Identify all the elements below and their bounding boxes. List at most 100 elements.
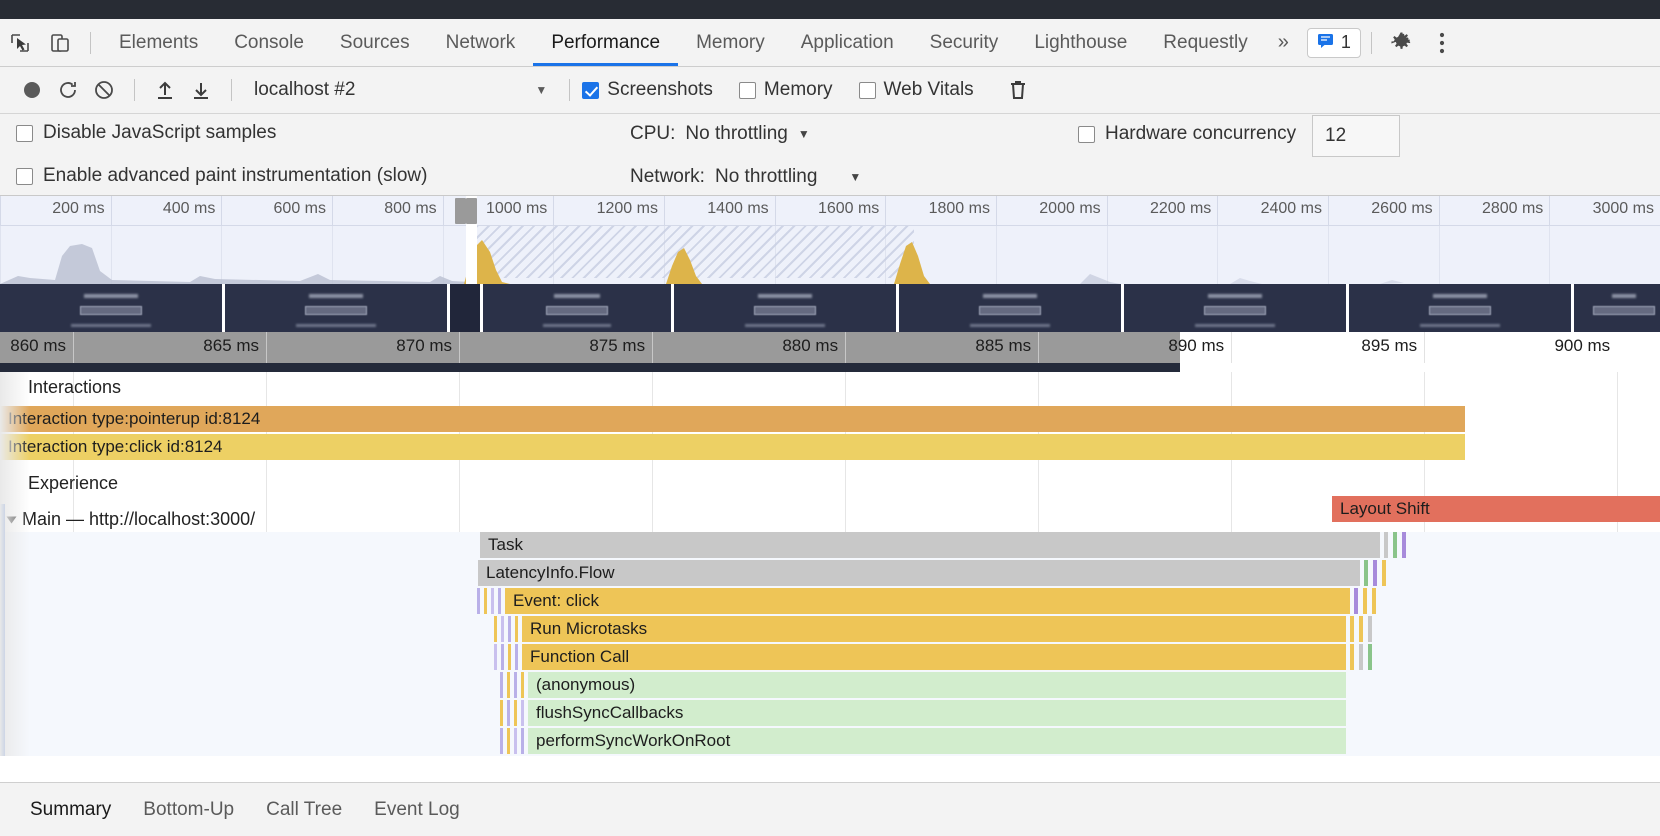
flame-bar-sliver[interactable] [500, 728, 503, 754]
flame-bar-sliver[interactable] [514, 728, 517, 754]
flame-bar-sliver[interactable] [484, 588, 487, 614]
track-group-experience[interactable]: Experience [0, 468, 1660, 498]
filmstrip-frame[interactable] [483, 284, 671, 332]
flame-bar-sliver[interactable] [1372, 588, 1376, 614]
flame-bar-sliver[interactable] [1364, 560, 1368, 586]
filmstrip-frame[interactable] [0, 284, 222, 332]
filmstrip-frame-dark[interactable] [450, 284, 480, 332]
flame-bar[interactable]: performSyncWorkOnRoot [528, 728, 1346, 754]
save-profile-download-icon[interactable] [183, 72, 219, 108]
message-count-badge[interactable]: 1 [1306, 27, 1361, 58]
cpu-throttling-value[interactable]: No throttling [685, 123, 788, 144]
tab-event-log[interactable]: Event Log [374, 798, 460, 820]
web-vitals-checkbox[interactable]: Web Vitals [858, 79, 974, 101]
chevron-down-icon-network[interactable]: ▼ [849, 170, 862, 184]
flame-bar[interactable]: (anonymous) [528, 672, 1346, 698]
flame-bar[interactable]: LatencyInfo.Flow [478, 560, 1360, 586]
tab-network[interactable]: Network [445, 31, 516, 53]
memory-checkbox[interactable]: Memory [738, 79, 833, 101]
main-title[interactable]: Main — http://localhost:3000/ [0, 504, 1660, 534]
flame-bar-sliver[interactable] [491, 588, 494, 614]
flame-bar-sliver[interactable] [501, 616, 504, 642]
flame-bar-sliver[interactable] [1368, 644, 1372, 670]
checkbox-box-screenshots[interactable] [582, 81, 600, 99]
tab-security[interactable]: Security [929, 31, 999, 53]
flame-bar-sliver[interactable] [500, 700, 503, 726]
flame-bar[interactable]: Event: click [505, 588, 1350, 614]
flame-bar-sliver[interactable] [1359, 644, 1363, 670]
tab-call-tree[interactable]: Call Tree [266, 798, 343, 820]
checkbox-box-disable-js[interactable] [16, 124, 33, 142]
filmstrip-frame[interactable] [674, 284, 896, 332]
filmstrip-frame[interactable] [225, 284, 447, 332]
filmstrip-track[interactable] [0, 284, 1660, 332]
flame-bar-sliver[interactable] [1354, 588, 1358, 614]
checkbox-box-hardware-concurrency[interactable] [1078, 125, 1095, 143]
disable-js-samples-checkbox[interactable]: Disable JavaScript samples [16, 122, 276, 144]
overview-window-right-handle[interactable] [466, 198, 477, 224]
flame-bar-sliver[interactable] [507, 700, 510, 726]
flame-bar-sliver[interactable] [494, 644, 497, 670]
tab-requestly[interactable]: Requestly [1163, 31, 1248, 53]
flame-bar-sliver[interactable] [508, 644, 511, 670]
checkbox-box-web-vitals[interactable] [858, 81, 876, 99]
filmstrip-frame[interactable] [899, 284, 1121, 332]
flame-bar-sliver[interactable] [1373, 560, 1377, 586]
flame-bar-sliver[interactable] [1393, 532, 1397, 558]
flame-bar-sliver[interactable] [1350, 644, 1354, 670]
checkbox-box-memory[interactable] [738, 81, 756, 99]
flame-bar-sliver[interactable] [1382, 560, 1386, 586]
tab-console[interactable]: Console [234, 31, 304, 53]
device-toolbar-icon[interactable] [40, 23, 80, 63]
flame-bar-sliver[interactable] [521, 672, 524, 698]
flame-bar-sliver[interactable] [1384, 532, 1388, 558]
tab-performance[interactable]: Performance [533, 19, 678, 66]
network-throttling-row[interactable]: Network: No throttling ▼ [630, 166, 861, 188]
hardware-concurrency-value[interactable]: 12 [1312, 115, 1400, 157]
filmstrip-frame[interactable] [1349, 284, 1571, 332]
tab-overflow-button[interactable]: » [1277, 31, 1289, 53]
trash-icon[interactable] [1000, 72, 1036, 108]
gear-icon[interactable] [1382, 23, 1422, 63]
filmstrip-frame[interactable] [1124, 284, 1346, 332]
kebab-menu-icon[interactable] [1422, 23, 1462, 63]
flame-bar-sliver[interactable] [494, 616, 497, 642]
filmstrip-frame[interactable] [1574, 284, 1660, 332]
interaction-bar-pointerup[interactable]: Interaction type:pointerup id:8124 [0, 406, 1465, 432]
flame-bar[interactable]: Task [480, 532, 1380, 558]
record-circle-icon[interactable] [14, 72, 50, 108]
flame-bar-sliver[interactable] [500, 672, 503, 698]
flame-bar-sliver[interactable] [514, 672, 517, 698]
flame-bar[interactable]: Function Call [522, 644, 1346, 670]
flame-bar-sliver[interactable] [1368, 616, 1372, 642]
tab-memory[interactable]: Memory [696, 31, 765, 53]
advanced-paint-checkbox[interactable]: Enable advanced paint instrumentation (s… [16, 165, 427, 187]
hardware-concurrency-checkbox[interactable]: Hardware concurrency [1078, 123, 1296, 145]
tab-elements[interactable]: Elements [119, 31, 199, 53]
flame-bar-sliver[interactable] [514, 700, 517, 726]
flame-bar-sliver[interactable] [501, 644, 504, 670]
cpu-throttling-row[interactable]: CPU: No throttling ▼ [630, 123, 810, 145]
flame-bar-sliver[interactable] [1359, 616, 1363, 642]
flame-bar-sliver[interactable] [507, 672, 510, 698]
flame-bar[interactable]: Run Microtasks [522, 616, 1346, 642]
tab-sources[interactable]: Sources [339, 31, 410, 53]
session-selector[interactable]: localhost #2 ▼ [254, 79, 547, 101]
flame-bar-sliver[interactable] [515, 644, 518, 670]
tab-summary[interactable]: Summary [30, 798, 112, 820]
flame-bar-sliver[interactable] [508, 616, 511, 642]
flame-bar-sliver[interactable] [1350, 616, 1354, 642]
overview-window-left-handle[interactable] [455, 198, 466, 224]
flame-chart-tracks[interactable]: Interactions Interaction type:pointerup … [0, 372, 1660, 756]
flame-bar[interactable]: flushSyncCallbacks [528, 700, 1346, 726]
track-group-main[interactable]: Main — http://localhost:3000/ [0, 504, 1660, 534]
checkbox-box-advanced-paint[interactable] [16, 167, 33, 185]
flame-bar-sliver[interactable] [477, 588, 480, 614]
flame-bar-sliver[interactable] [1363, 588, 1367, 614]
reload-icon[interactable] [50, 72, 86, 108]
load-profile-upload-icon[interactable] [147, 72, 183, 108]
flame-bar-sliver[interactable] [521, 728, 524, 754]
flame-bar-sliver[interactable] [521, 700, 524, 726]
